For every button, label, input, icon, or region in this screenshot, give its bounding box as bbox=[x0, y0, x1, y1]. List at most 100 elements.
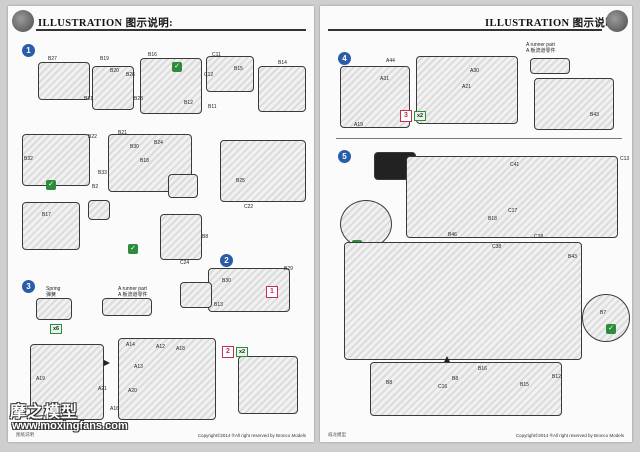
right-part-label: B43 bbox=[568, 254, 577, 260]
left-part-label: C24 bbox=[180, 260, 190, 266]
differential-part-art bbox=[180, 282, 212, 308]
red-step-marker-3: 3 bbox=[400, 110, 412, 122]
left-part-label: B25 bbox=[236, 178, 245, 184]
right-part-label: C13 bbox=[620, 156, 630, 162]
right-part-label: A44 bbox=[386, 58, 395, 64]
spring-callout: Spring 弹簧 bbox=[46, 286, 61, 298]
left-copyright: Copyright©2014 ®All right reserved by Br… bbox=[197, 433, 306, 438]
left-instruction-page: ILLUSTRATION 图示说明: 1 ✓ ✓ ✓ 2 1 3 Spring … bbox=[8, 6, 314, 442]
left-part-label: B24 bbox=[154, 140, 163, 146]
left-header: ILLUSTRATION 图示说明: bbox=[8, 6, 314, 32]
corner-disc-decoration bbox=[12, 10, 34, 32]
left-part-label: A21 bbox=[98, 386, 107, 392]
left-part-label: B2 bbox=[92, 184, 99, 190]
corner-disc-decoration-right bbox=[606, 10, 628, 32]
cement-icon-2: ✓ bbox=[128, 244, 138, 254]
steering-link-art bbox=[238, 356, 298, 414]
left-page-label: 图纸说明 bbox=[16, 432, 34, 437]
left-part-label: B20 bbox=[110, 68, 119, 74]
left-header-rule bbox=[36, 29, 306, 31]
engine-front-assembly-art bbox=[22, 202, 80, 250]
step-3-badge: 3 bbox=[22, 280, 35, 293]
front-suspension-art bbox=[30, 344, 104, 420]
left-part-label: A13 bbox=[134, 364, 143, 370]
left-part-label: B29 bbox=[284, 266, 293, 272]
left-part-label: B31 bbox=[84, 96, 93, 102]
right-part-label: C18 bbox=[534, 234, 544, 240]
right-header-rule bbox=[328, 29, 602, 31]
cement-icon-right: ✓ bbox=[606, 324, 616, 334]
wheel-axle-assembly-art bbox=[118, 338, 216, 420]
right-part-label: C17 bbox=[508, 208, 518, 214]
rear-suspension-art bbox=[340, 66, 410, 128]
right-part-label: A21 bbox=[462, 84, 471, 90]
right-part-label: B12 bbox=[552, 374, 561, 380]
right-part-label: C41 bbox=[510, 162, 520, 168]
left-part-label: B17 bbox=[42, 212, 51, 218]
right-part-label: A30 bbox=[470, 68, 479, 74]
left-part-label: A18 bbox=[176, 346, 185, 352]
glue-icon: ✓ bbox=[46, 180, 56, 190]
chassis-frame-top-art bbox=[406, 156, 618, 238]
chassis-frame-bottom-art bbox=[370, 362, 562, 416]
left-part-label: B11 bbox=[208, 104, 217, 110]
left-part-label: B19 bbox=[100, 56, 109, 62]
fan-part-art bbox=[206, 56, 254, 92]
right-part-label: B43 bbox=[590, 112, 599, 118]
detail-circle-right-art bbox=[582, 294, 630, 342]
right-instruction-page: ILLUSTRATION 图示说明: 4 A runner part A 板流道… bbox=[320, 6, 632, 442]
quantity-x2-tag: x2 bbox=[236, 347, 249, 357]
left-part-label: B18 bbox=[140, 158, 149, 164]
left-part-label: B26 bbox=[126, 72, 135, 78]
quantity-x2-tag-right: x2 bbox=[414, 111, 427, 121]
left-part-label: B15 bbox=[234, 66, 243, 72]
watermark-url: www.moxingfans.com bbox=[12, 420, 128, 432]
right-part-label: B15 bbox=[520, 382, 529, 388]
engine-head-part-art bbox=[92, 66, 134, 110]
assembly-arrow-icon bbox=[104, 360, 110, 366]
right-part-label: C38 bbox=[492, 244, 502, 250]
pulley-part-art bbox=[88, 200, 110, 220]
right-header: ILLUSTRATION 图示说明: bbox=[320, 6, 632, 32]
left-part-label: A16 bbox=[110, 406, 119, 412]
rear-link-art bbox=[534, 78, 614, 130]
engine-full-assembly-art bbox=[220, 140, 306, 202]
right-page-title: ILLUSTRATION 图示说明: bbox=[485, 18, 621, 29]
left-part-label: B12 bbox=[184, 100, 193, 106]
left-part-label: B30 bbox=[222, 278, 231, 284]
engine-mid-assembly-art bbox=[22, 134, 90, 186]
cement-icon: ✓ bbox=[172, 62, 182, 72]
spring-part-art bbox=[36, 298, 72, 320]
right-part-label: A19 bbox=[354, 122, 363, 128]
rear-wheel-axle-art bbox=[416, 56, 518, 124]
left-part-label: C22 bbox=[244, 204, 254, 210]
runner-part-callout-right: A runner part A 板流道零件 bbox=[526, 42, 556, 54]
right-part-label: C16 bbox=[438, 384, 448, 390]
engine-assembly-part-art bbox=[140, 58, 202, 114]
left-part-label: B21 bbox=[118, 130, 127, 136]
quantity-x6-tag: x6 bbox=[50, 324, 63, 334]
runner-part-art-right bbox=[530, 58, 570, 74]
left-part-label: B14 bbox=[278, 60, 287, 66]
left-part-label: B32 bbox=[24, 156, 33, 162]
left-part-label: B27 bbox=[48, 56, 57, 62]
left-part-label: B30 bbox=[130, 144, 139, 150]
step-2-badge: 2 bbox=[220, 254, 233, 267]
left-part-label: A19 bbox=[36, 376, 45, 382]
right-part-label: A31 bbox=[380, 76, 389, 82]
step-5-badge: 5 bbox=[338, 150, 351, 163]
left-part-label: B22 bbox=[88, 134, 97, 140]
left-part-label: A12 bbox=[156, 344, 165, 350]
right-part-label: B7 bbox=[600, 310, 607, 316]
right-part-label: B18 bbox=[488, 216, 497, 222]
left-part-label: B16 bbox=[148, 52, 157, 58]
assembly-arrow-up-icon bbox=[444, 356, 450, 362]
red-step-marker-1: 1 bbox=[266, 286, 278, 298]
right-part-label: B8 bbox=[386, 380, 393, 386]
left-part-label: A20 bbox=[128, 388, 137, 394]
detail-circle-left-art bbox=[340, 200, 392, 248]
left-part-label: B13 bbox=[214, 302, 223, 308]
left-part-label: B28 bbox=[134, 96, 143, 102]
left-part-label: B33 bbox=[98, 170, 107, 176]
runner-part-art bbox=[102, 298, 152, 316]
